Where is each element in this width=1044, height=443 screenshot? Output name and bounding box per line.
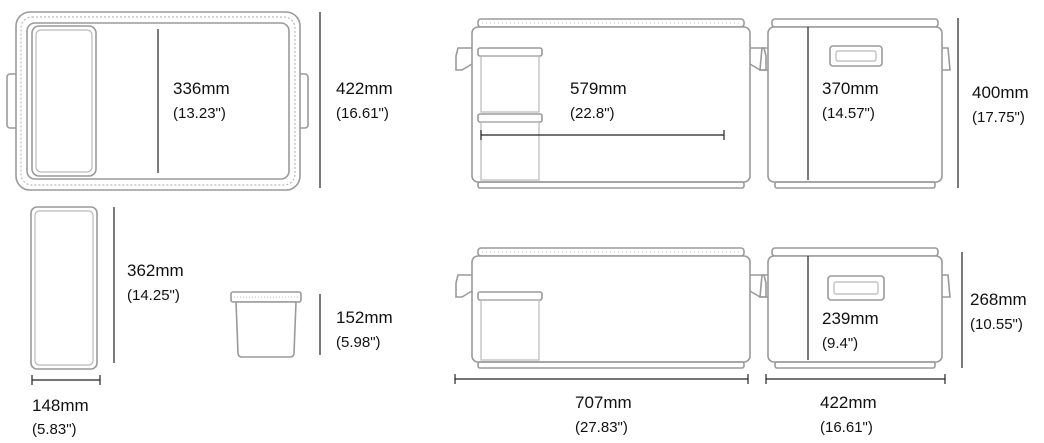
top-inner-length-inch: (13.23") [173,105,226,122]
side-lower-rim [771,247,939,257]
side-lower-handle-grip [833,281,879,295]
side-view-with-lid [759,18,951,189]
basket-width-mm: 148mm [32,396,89,415]
lid-off-height-inch: (10.55") [970,316,1023,333]
side-handle [829,45,883,67]
overall-length-mm: 707mm [575,393,632,412]
cup-rim [230,291,302,303]
top-view-inner-compartment [26,22,290,180]
inner-depth-mm: 239mm [822,309,879,328]
cup-body [235,301,297,358]
cup-drawing [230,291,302,358]
top-inner-length-mm: 336mm [173,79,230,98]
inner-length-inch: (22.8") [570,105,615,122]
basket-inner [34,210,94,366]
overall-width-inch: (16.61") [820,419,873,436]
side-lower-left-latch [759,274,768,298]
cup-height-inch: (5.98") [336,334,381,351]
top-view-basket [31,25,97,177]
basket-drawing [30,206,98,370]
front-left-handle [455,47,473,71]
front-lower-right-handle [749,274,767,298]
side-view-without-lid [759,247,951,369]
overall-height-mm: 400mm [972,83,1029,102]
overall-length-inch: (27.83") [575,419,628,436]
lid-off-height-mm: 268mm [970,290,1027,309]
basket-width-inch: (5.83") [32,421,77,438]
front-view-with-lid [455,18,767,189]
front-lower-cup-rim [477,291,543,301]
top-width-inch: (16.61") [336,105,389,122]
top-view-rim-texture [20,16,296,186]
inner-length-mm: 579mm [570,79,627,98]
front-cup-2-rim [477,113,543,123]
top-width-mm: 422mm [336,79,393,98]
front-view-without-lid [455,247,767,369]
inner-width-inch: (14.57") [822,105,875,122]
overall-height-inch: (17.75") [972,109,1025,126]
front-lower-base [477,361,745,369]
front-cup-2 [480,121,540,181]
side-lower-right-latch [942,274,951,298]
front-lower-left-handle [455,274,473,298]
side-right-latch [942,47,951,71]
overall-width-mm: 422mm [820,393,877,412]
side-lower-base [774,361,936,369]
cup-height-mm: 152mm [336,308,393,327]
basket-length-inch: (14.25") [127,287,180,304]
front-cup-1-rim [477,47,543,57]
front-cup-1 [480,55,540,113]
side-lower-handle [827,275,885,301]
front-base [477,181,745,189]
basket-outer [30,206,98,370]
side-base [774,181,936,189]
basket-length-mm: 362mm [127,261,184,280]
front-right-handle [749,47,767,71]
front-lower-cup [480,299,540,361]
side-left-latch [759,47,768,71]
inner-width-mm: 370mm [822,79,879,98]
inner-depth-inch: (9.4") [822,335,858,352]
front-lower-body [471,255,751,363]
top-view-basket-inner [35,29,93,173]
side-lid-top [771,18,939,28]
side-handle-grip [835,50,877,62]
